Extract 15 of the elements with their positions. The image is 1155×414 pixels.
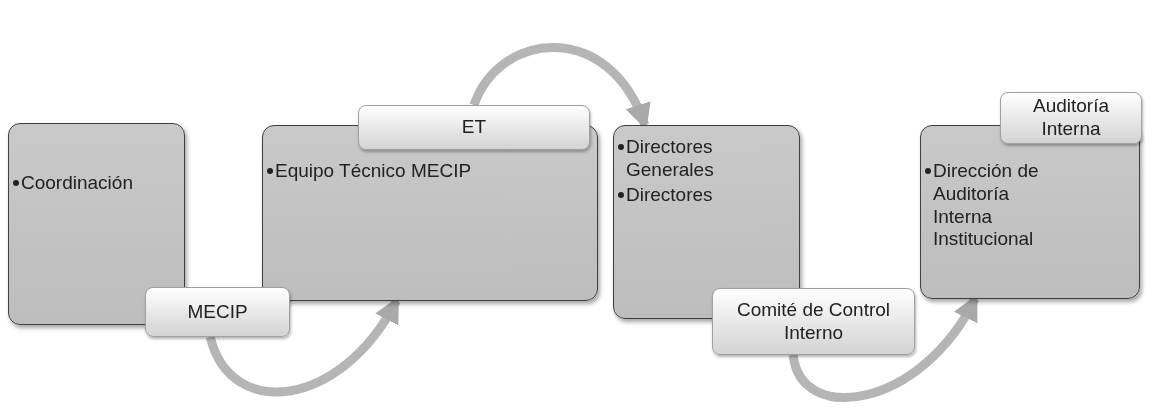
tab-label: ET — [461, 116, 487, 139]
list-item: Dirección de Auditoría Interna Institucional — [933, 160, 1040, 252]
list-item: Equipo Técnico MECIP — [275, 160, 472, 183]
label-tab — [1000, 92, 1142, 144]
label-tab — [145, 287, 290, 337]
list-item: Directores — [626, 183, 713, 207]
tab-label: Comité de Control Interno — [735, 298, 892, 345]
list-item: Coordinación — [21, 172, 133, 195]
content-box — [8, 123, 185, 325]
tab-label: Auditoría Interna — [1031, 95, 1110, 141]
label-tab — [358, 105, 590, 150]
list-item: Directores Generales — [626, 136, 715, 182]
content-box — [613, 125, 800, 319]
tab-label: MECIP — [187, 300, 248, 324]
label-tab — [712, 288, 915, 355]
